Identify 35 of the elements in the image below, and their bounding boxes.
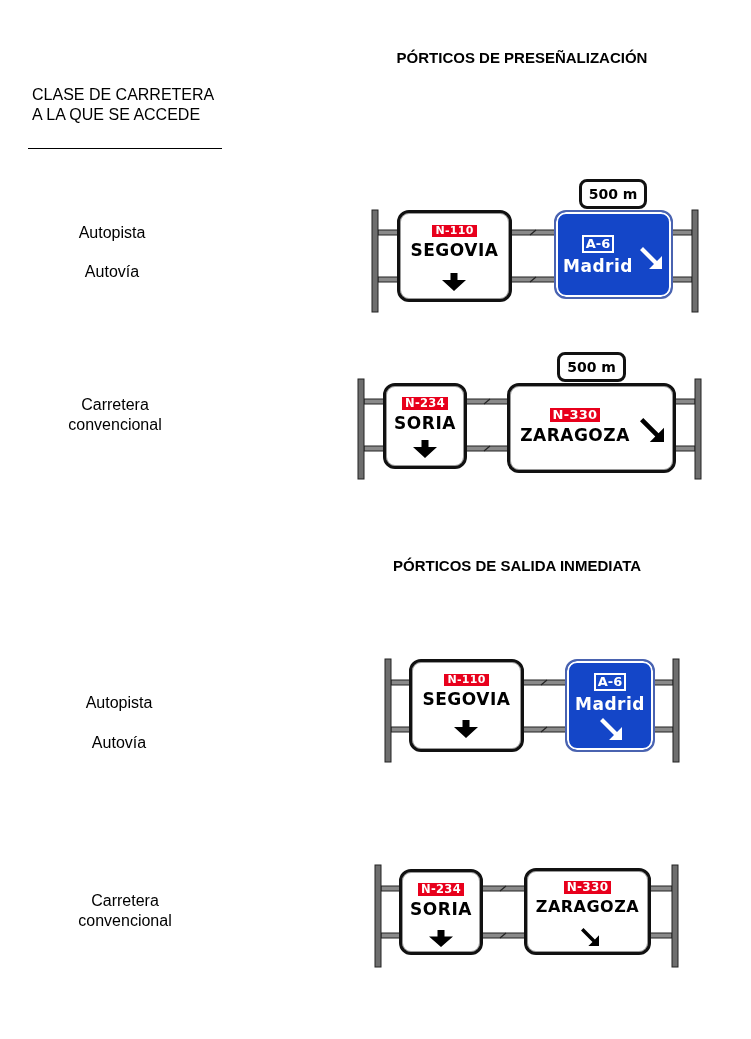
road-number-plate: N-234 <box>402 397 448 410</box>
section-heading: PÓRTICOS DE PRESEÑALIZACIÓN <box>396 49 648 67</box>
destination-text: Madrid <box>575 694 645 714</box>
direction-sign <box>383 383 467 469</box>
road-number-plate: N-110 <box>444 674 489 686</box>
destination-text: SORIA <box>410 899 472 919</box>
section-heading: PÓRTICOS DE SALIDA INMEDIATA <box>392 557 642 575</box>
road-number-plate: A-6 <box>593 673 627 691</box>
road-class-label: Carretera convencional <box>67 395 163 435</box>
destination-text: SORIA <box>394 413 456 433</box>
direction-sign <box>397 210 512 302</box>
road-number-plate: N-330 <box>549 408 601 422</box>
direction-sign <box>507 383 676 473</box>
destination-text: SEGOVIA <box>422 689 511 709</box>
road-number-plate: A-6 <box>581 235 615 253</box>
column-heading: CLASE DE CARRETERA A LA QUE SE ACCEDE <box>32 85 215 125</box>
road-number-plate: N-234 <box>418 883 464 896</box>
road-class-label: Autopista <box>85 693 153 713</box>
distance-plate: 500 m <box>557 352 626 382</box>
destination-text: ZARAGOZA <box>535 897 640 917</box>
road-class-label: Carretera convencional <box>77 891 173 931</box>
motorway-direction-sign <box>565 659 655 752</box>
distance-plate: 500 m <box>579 179 647 209</box>
road-number-plate: N-110 <box>432 225 477 237</box>
destination-text: ZARAGOZA <box>520 425 630 445</box>
road-class-label: Autovía <box>84 262 140 282</box>
road-class-label: Autovía <box>91 733 147 753</box>
motorway-direction-sign <box>554 210 673 299</box>
direction-sign <box>409 659 524 752</box>
destination-text: SEGOVIA <box>410 240 499 260</box>
road-class-label: Autopista <box>78 223 146 243</box>
direction-sign <box>524 868 651 955</box>
road-number-plate: N-330 <box>563 881 612 894</box>
destination-text: Madrid <box>563 256 633 276</box>
direction-sign <box>399 869 483 955</box>
